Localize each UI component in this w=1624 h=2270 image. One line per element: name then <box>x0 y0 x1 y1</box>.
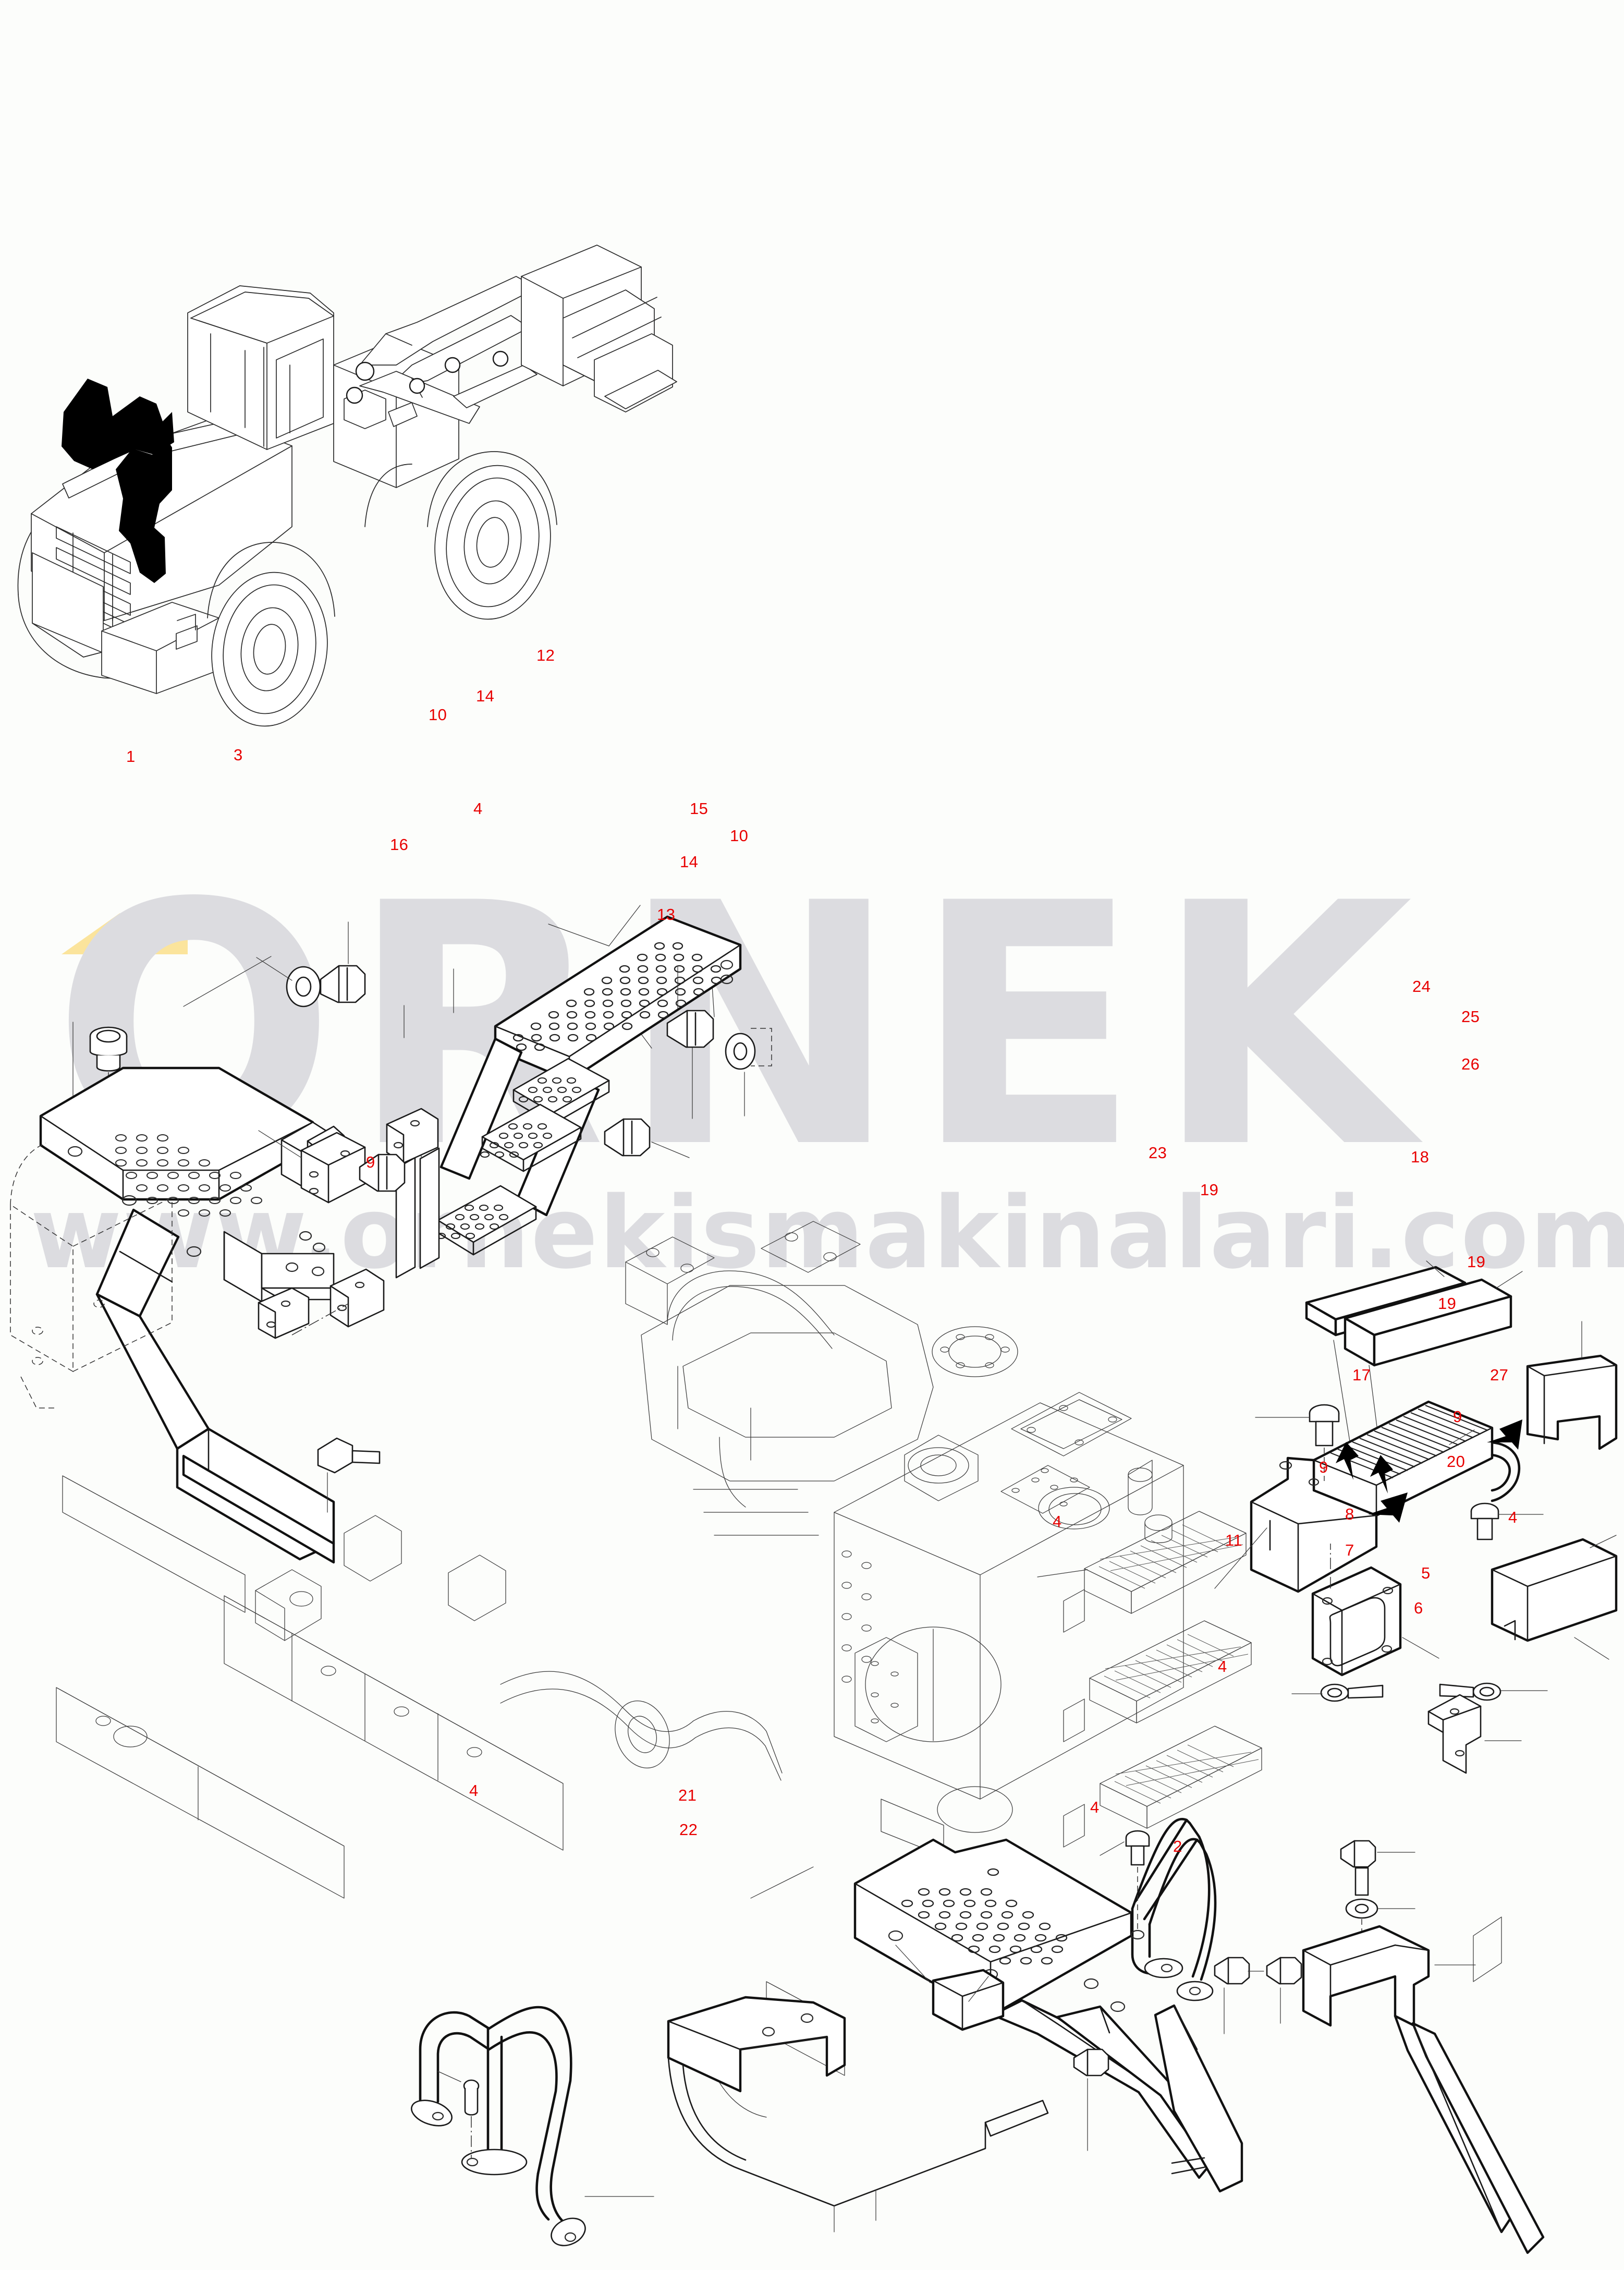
loader-front-wheel <box>211 572 328 727</box>
bolt-left-lower <box>317 1437 381 1513</box>
grating-step-middle <box>1089 1620 1252 1723</box>
callout-19c: 19 <box>1438 1294 1457 1313</box>
callout-27: 27 <box>1490 1366 1509 1384</box>
callout-15: 15 <box>690 799 709 818</box>
loader-rear-wheel <box>434 465 551 620</box>
callout-14a: 14 <box>476 687 495 705</box>
bolt-washer-set-upper-right <box>666 965 772 1116</box>
callout-11: 11 <box>1225 1531 1242 1549</box>
handrail-right <box>1131 1817 1217 2001</box>
bolt-lower-center <box>604 1118 690 1158</box>
callout-4e: 4 <box>1090 1798 1100 1816</box>
grating-step-lower <box>1100 1726 1262 1829</box>
antislip-dimples-left <box>115 1134 262 1217</box>
screw-bottom-b <box>1439 1682 1548 1701</box>
bolt-washer-set-upper-left <box>256 921 366 1007</box>
bolt-radiator-left <box>1255 1404 1340 1481</box>
callout-10a: 10 <box>429 706 447 724</box>
bolt-angle-left <box>1248 1957 1302 2024</box>
mount-plate-window <box>1311 1544 1439 1677</box>
left-handrail-assembly <box>411 1996 1049 2247</box>
callout-9a: 9 <box>366 1153 375 1171</box>
block-bracket <box>258 1130 366 1204</box>
callout-16: 16 <box>390 835 409 854</box>
loader-bucket <box>521 245 677 412</box>
callout-19b: 19 <box>1467 1253 1486 1271</box>
grating-step-upper <box>1037 1511 1247 1614</box>
callout-19a: 19 <box>1200 1181 1219 1199</box>
side-panel-lower-right <box>1491 1535 1618 1660</box>
bolt-bracket-left2 <box>359 1154 406 1192</box>
loader-cab <box>187 285 334 450</box>
right-platform-handrail-assembly <box>709 1817 1545 2254</box>
callout-12: 12 <box>536 646 555 664</box>
callout-21: 21 <box>678 1786 697 1804</box>
bolt-handrail-side <box>1214 1957 1250 2034</box>
pin-bolt-handrail <box>437 2071 480 2159</box>
assembly-arrows <box>1336 1419 1522 1523</box>
angle-plate-far-right <box>1302 1925 1545 2254</box>
bolt-web-lower <box>1073 2048 1109 2151</box>
angle-bracket-bottom <box>1427 1694 1522 1774</box>
shield-cover-plate <box>667 1996 1049 2232</box>
callout-17: 17 <box>1352 1366 1371 1384</box>
callout-6: 6 <box>1414 1599 1423 1617</box>
left-platform-assembly <box>10 956 381 1564</box>
bolt-deck-top <box>1100 1830 1150 1940</box>
wheel-loader-illustration <box>17 245 677 727</box>
callout-9b: 9 <box>1453 1407 1462 1426</box>
callout-13: 13 <box>657 905 676 924</box>
callout-20: 20 <box>1447 1452 1466 1471</box>
callout-23: 23 <box>1149 1144 1167 1162</box>
brand-logo-triangles <box>62 913 188 954</box>
center-step-ladder-assembly <box>256 905 772 1336</box>
cover-plate-upper-b <box>1344 1271 1523 1367</box>
callout-18: 18 <box>1411 1148 1430 1166</box>
callout-5: 5 <box>1421 1564 1431 1582</box>
callout-26: 26 <box>1461 1055 1480 1073</box>
machine-frame-reference <box>56 1221 1267 1899</box>
callout-8: 8 <box>1345 1505 1354 1523</box>
callout-14b: 14 <box>680 853 699 871</box>
callout-1: 1 <box>126 747 136 766</box>
step-mount-bracket-lower <box>291 1268 385 1336</box>
callout-24: 24 <box>1412 977 1431 996</box>
callout-4a: 4 <box>473 799 483 818</box>
callout-4f: 4 <box>469 1781 479 1800</box>
plug-bolt-left <box>89 1026 128 1108</box>
loader-lift-arms <box>346 276 538 424</box>
bolt-radiator-right <box>1470 1502 1544 1540</box>
step-plate-perforations-upper <box>512 942 722 1051</box>
callout-2: 2 <box>1173 1837 1182 1855</box>
callout-4b: 4 <box>1508 1508 1518 1526</box>
callout-7: 7 <box>1345 1541 1354 1559</box>
callout-25: 25 <box>1461 1007 1480 1026</box>
screw-bottom-a <box>1291 1683 1384 1702</box>
callout-3: 3 <box>234 746 243 764</box>
callout-9c: 9 <box>1319 1458 1328 1476</box>
callout-10b: 10 <box>730 827 749 845</box>
callout-22: 22 <box>679 1820 698 1839</box>
weld-bracket-left <box>258 1287 310 1339</box>
step-mount-brackets <box>386 1108 439 1164</box>
callout-4c: 4 <box>1053 1512 1062 1531</box>
radiator-shroud-assembly <box>1250 1260 1618 1774</box>
side-panel-upper-right <box>1526 1321 1618 1450</box>
callout-4d: 4 <box>1218 1657 1227 1676</box>
